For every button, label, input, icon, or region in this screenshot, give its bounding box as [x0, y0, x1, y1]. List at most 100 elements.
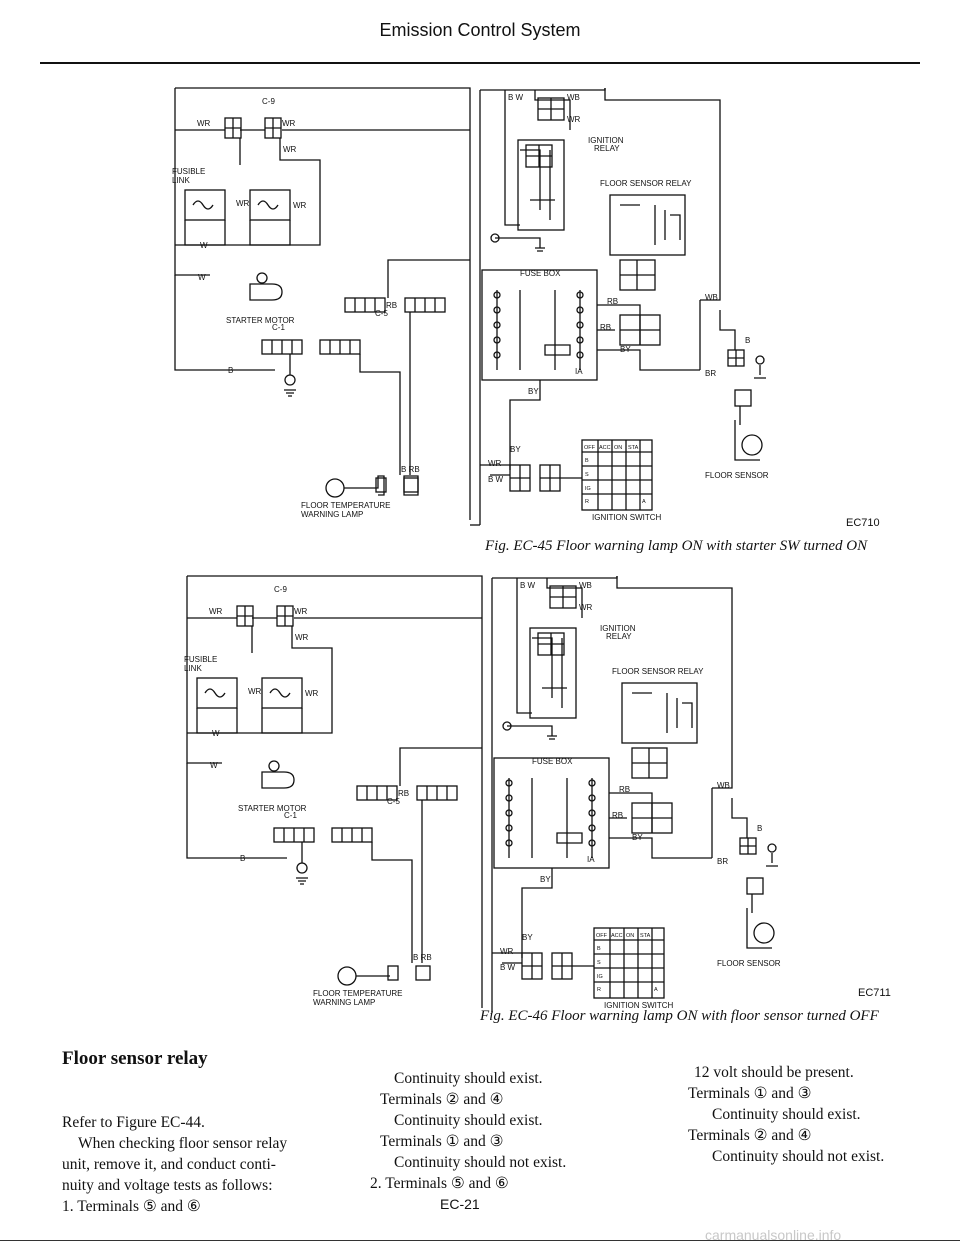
d2-label-wb-2: WB	[717, 781, 730, 790]
label-by-3: BY	[510, 445, 521, 454]
ignition-relay-label-2: RELAY	[594, 144, 620, 153]
sw-row-a: A	[642, 499, 646, 505]
d2-sw-row-r: R	[597, 987, 601, 993]
sw-row-r: R	[585, 499, 589, 505]
d2-starter-motor-label: STARTER MOTOR	[238, 804, 307, 813]
d2-label-w-1: W	[212, 729, 220, 738]
figure-code-1: EC710	[846, 517, 880, 529]
label-ia: IA	[575, 367, 583, 376]
col1-line-5: 1. Terminals ⑤ and ⑥	[62, 1198, 201, 1215]
label-b-2: B	[745, 336, 750, 345]
d2-label-by-1: BY	[540, 875, 551, 884]
floor-sensor-relay-label: FLOOR SENSOR RELAY	[600, 179, 692, 188]
d2-label-wr-2: WR	[294, 607, 308, 616]
d2-label-b-2: B	[757, 824, 762, 833]
d2-label-br: BR	[717, 857, 728, 866]
sw-row-b: B	[585, 458, 589, 464]
d2-label-wb-1: WB	[579, 581, 592, 590]
d2-label-wr-7: WR	[500, 947, 514, 956]
bottom-rule	[0, 1240, 960, 1241]
col2-line-3: Continuity should exist.	[394, 1112, 543, 1129]
d2-label-by-2: BY	[632, 833, 643, 842]
label-c1: C-1	[272, 323, 285, 332]
fusible-link-label-1: FUSIBLE	[172, 167, 205, 176]
col2-line-1: Continuity should exist.	[394, 1070, 543, 1087]
col2-line-4: Terminals ① and ③	[380, 1133, 504, 1150]
figure-caption-2: Fig. EC-46 Floor warning lamp ON with fl…	[480, 1008, 879, 1024]
label-wr-1: WR	[197, 119, 211, 128]
page-header-title: Emission Control System	[379, 20, 581, 40]
sw-row-ig: IG	[585, 486, 591, 492]
label-wr-5: WR	[293, 201, 307, 210]
col1-line-1: Refer to Figure EC-44.	[62, 1114, 205, 1131]
d2-sw-header-on: ON	[626, 933, 634, 939]
label-wr-6: WR	[567, 115, 581, 124]
d2-sw-header-off: OFF	[596, 933, 608, 939]
label-rb-2: RB	[607, 297, 618, 306]
d2-sw-row-s: S	[597, 960, 601, 966]
sw-header-acc: ACC	[599, 445, 611, 451]
fuse-element-2	[249, 189, 291, 221]
fuse-element-1	[184, 189, 226, 221]
ignition-switch-label: IGNITION SWITCH	[592, 513, 662, 522]
d2-label-wr-1: WR	[209, 607, 223, 616]
label-w-2: W	[198, 273, 206, 282]
sw-header-sta: STA	[628, 445, 639, 451]
d2-floor-sensor-label: FLOOR SENSOR	[717, 959, 781, 968]
label-wr-2: WR	[282, 119, 296, 128]
d2-label-rb-3: RB	[612, 811, 623, 820]
label-wr-4: WR	[236, 199, 250, 208]
d2-label-ia: IA	[587, 855, 595, 864]
sw-header-off: OFF	[584, 445, 596, 451]
text-column-1: Refer to Figure EC-44. When checking flo…	[62, 1112, 352, 1217]
d2-floor-sensor-relay-label: FLOOR SENSOR RELAY	[612, 667, 704, 676]
label-wb-2: WB	[705, 293, 718, 302]
diagram-1-group	[174, 87, 766, 526]
d2-label-wr-6: WR	[579, 603, 593, 612]
d2-label-by-3: BY	[522, 933, 533, 942]
col2-line-5: Continuity should not exist.	[394, 1154, 567, 1171]
d2-ignition-switch-label: IGNITION SWITCH	[604, 1001, 674, 1010]
label-w-1: W	[200, 241, 208, 250]
page-number: EC-21	[440, 1196, 480, 1212]
col3-line-2: Terminals ① and ③	[688, 1085, 812, 1102]
d2-ignition-relay-label-1: IGNITION	[600, 624, 636, 633]
floor-temp-lamp-label-2: WARNING LAMP	[301, 510, 363, 519]
diagram-2-group	[186, 575, 778, 1013]
floor-temp-lamp-label-1: FLOOR TEMPERATURE	[301, 501, 391, 510]
d2-floor-temp-lamp-label-1: FLOOR TEMPERATURE	[313, 989, 403, 998]
col1-line-4: nuity and voltage tests as follows:	[62, 1177, 273, 1194]
d2-label-c9: C-9	[274, 585, 287, 594]
figure-code-2: EC711	[858, 987, 891, 999]
d2-label-brb: B RB	[413, 953, 432, 962]
d2-label-w-2: W	[210, 761, 218, 770]
d2-ignition-relay-label-2: RELAY	[606, 632, 632, 641]
figure-caption-1: Fig. EC-45 Floor warning lamp ON with st…	[485, 538, 868, 554]
sw-row-s: S	[585, 472, 589, 478]
header-rule	[40, 62, 920, 64]
d2-label-bw-1: B W	[520, 581, 536, 590]
ignition-switch-table	[581, 439, 653, 511]
label-by-1: BY	[528, 387, 539, 396]
label-bw-1: B W	[508, 93, 524, 102]
d2-label-c5: C-5	[387, 797, 400, 806]
section-title: Floor sensor relay	[62, 1048, 208, 1069]
starter-motor-symbol	[249, 283, 283, 301]
d2-label-wr-4: WR	[248, 687, 262, 696]
sw-header-on: ON	[614, 445, 622, 451]
floor-temp-lamp-symbol	[325, 478, 345, 498]
d2-label-b-1: B	[240, 854, 245, 863]
starter-motor-label: STARTER MOTOR	[226, 316, 295, 325]
label-wr-3: WR	[283, 145, 297, 154]
watermark: carmanualsonline.info	[705, 1227, 842, 1243]
col1-line-3: unit, remove it, and conduct conti-	[62, 1156, 276, 1173]
col3-line-3: Continuity should exist.	[712, 1106, 861, 1123]
label-rb-3: RB	[600, 323, 611, 332]
label-wb-1: WB	[567, 93, 580, 102]
col3-line-4: Terminals ② and ④	[688, 1127, 812, 1144]
d2-fusible-link-label-1: FUSIBLE	[184, 655, 217, 664]
text-column-2: Continuity should exist. Terminals ② and…	[370, 1068, 670, 1194]
label-wr-7: WR	[488, 459, 502, 468]
label-by-2: BY	[620, 345, 631, 354]
floor-sensor-symbol	[741, 434, 763, 456]
